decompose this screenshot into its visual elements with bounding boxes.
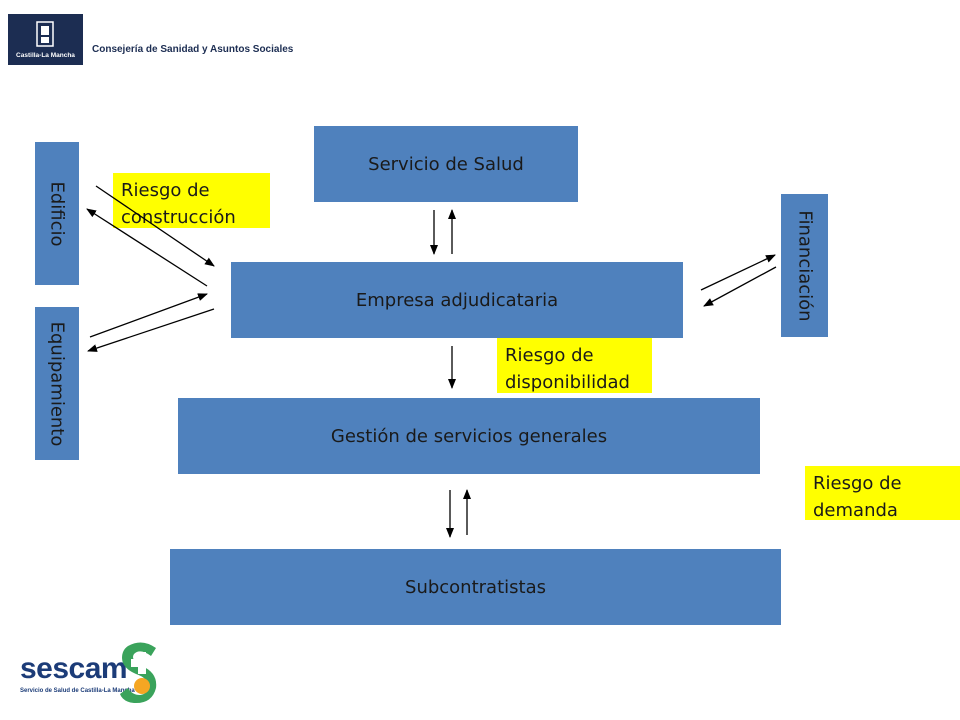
arrow-empresa-to-equipamiento	[87, 308, 215, 352]
risk-demanda: Riesgo de demanda	[805, 466, 960, 520]
box-equipamiento: Equipamiento	[35, 307, 79, 460]
box-empresa-label: Empresa adjudicataria	[355, 289, 559, 311]
arrow-equipamiento-to-empresa	[89, 293, 208, 338]
risk-demanda-label: Riesgo de demanda	[813, 473, 902, 520]
box-servicio-salud: Servicio de Salud	[314, 126, 578, 202]
sescam-subtitle: Servicio de Salud de Castilla-La Mancha	[20, 688, 135, 694]
risk-disponibilidad: Riesgo de disponibilidad	[497, 338, 652, 393]
box-gestion-servicios: Gestión de servicios generales	[178, 398, 760, 474]
box-subcontratistas: Subcontratistas	[170, 549, 781, 625]
castilla-la-mancha-logo: Castilla-La Mancha	[8, 14, 83, 65]
logo-text: Castilla-La Mancha	[16, 52, 75, 59]
org-name: Consejería de Sanidad y Asuntos Sociales	[92, 44, 294, 55]
box-empresa-adjudicataria: Empresa adjudicataria	[231, 262, 683, 338]
arrow-financiacion-to-empresa	[703, 266, 777, 307]
box-gestion-label: Gestión de servicios generales	[330, 425, 608, 447]
box-subcontratistas-label: Subcontratistas	[405, 576, 546, 598]
arrow-edificio-to-empresa	[95, 185, 215, 267]
arrow-empresa-to-financiacion	[700, 254, 776, 291]
risk-disponibilidad-label: Riesgo de disponibilidad	[505, 345, 630, 393]
sescam-wordmark: sescam	[20, 652, 128, 685]
crest-icon	[36, 21, 54, 47]
box-financiacion: Financiación	[781, 194, 828, 337]
sescam-logo-icon	[120, 642, 157, 704]
box-edificio: Edificio	[35, 142, 79, 285]
arrow-empresa-to-edificio	[86, 208, 208, 287]
box-servicio-salud-label: Servicio de Salud	[368, 153, 524, 175]
